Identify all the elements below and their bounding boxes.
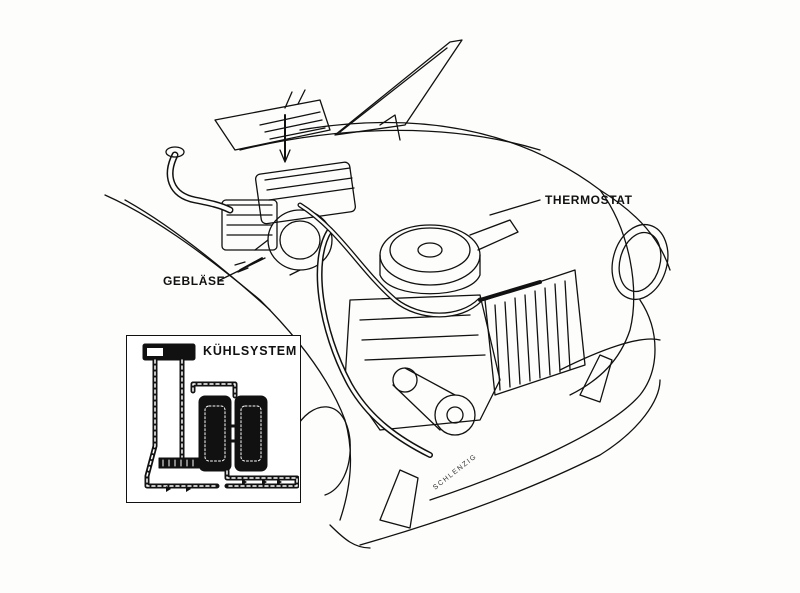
wheel-arch — [294, 406, 351, 496]
headlight — [611, 223, 669, 301]
cooling-system-title: KÜHLSYSTEM — [203, 344, 298, 358]
thermostat-pointer — [489, 199, 541, 216]
coolant-hose — [316, 227, 433, 458]
car-body-outline — [104, 121, 671, 549]
blower-pointer — [219, 257, 266, 281]
bumper — [379, 338, 661, 529]
open-hood — [334, 39, 463, 141]
cowl-vent — [214, 89, 331, 151]
cooling-schematic — [142, 343, 299, 492]
air-cleaner — [379, 219, 519, 295]
cooling-system-inset: KÜHLSYSTEM — [126, 335, 301, 503]
blower-label: GEBLÄSE — [163, 274, 226, 288]
radiator — [484, 269, 586, 396]
heater-box — [221, 114, 357, 251]
thermostat-label: THERMOSTAT — [545, 193, 633, 207]
